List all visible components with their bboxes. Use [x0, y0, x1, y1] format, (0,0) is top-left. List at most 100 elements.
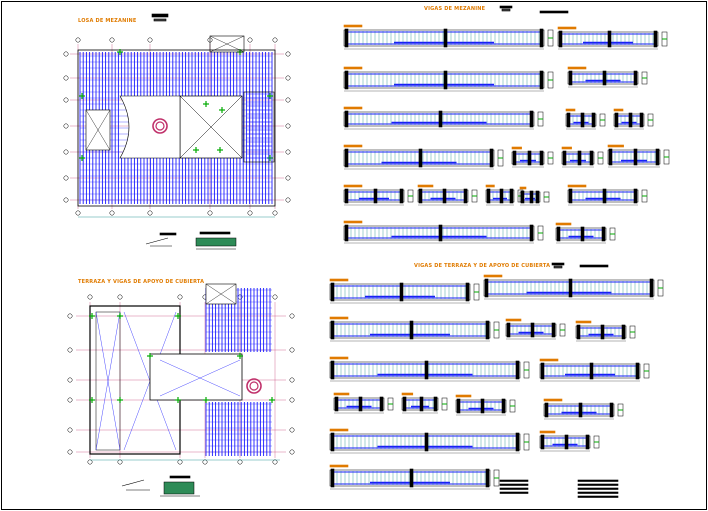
spiral [249, 381, 259, 391]
support [633, 188, 638, 204]
title-block [153, 18, 167, 22]
beam-elevation [567, 184, 648, 206]
support [515, 360, 520, 380]
note-line [499, 483, 529, 486]
grid-bubble [285, 51, 291, 57]
grid-bubble [272, 37, 278, 43]
grid-bubble [63, 197, 69, 203]
support [330, 282, 335, 302]
beam-label [519, 186, 527, 190]
support [515, 432, 520, 452]
grid-bubble [147, 37, 153, 43]
x-brace [95, 311, 121, 451]
grid-bubble [63, 123, 69, 129]
support [509, 188, 514, 204]
grid-bubble [289, 313, 295, 319]
support [334, 396, 339, 412]
beam-elevation [519, 186, 550, 206]
support [438, 110, 443, 128]
beam-elevation [543, 398, 624, 420]
support [653, 30, 658, 48]
support [633, 148, 638, 166]
support [539, 28, 544, 48]
grid-bubble [237, 459, 243, 465]
title-block [579, 264, 609, 268]
beam-elevation [607, 144, 670, 168]
support [344, 70, 349, 90]
support [635, 362, 640, 380]
beam-label [511, 146, 522, 150]
beam-elevation [555, 222, 616, 244]
grid-bubble [289, 347, 295, 353]
note-line [499, 491, 529, 494]
beam-elevation [575, 320, 636, 342]
beam-elevation [539, 430, 600, 452]
curved-bay [119, 95, 181, 159]
beam-label [505, 318, 522, 322]
beam-label [543, 398, 563, 402]
support [344, 224, 349, 242]
support [544, 402, 549, 418]
beam-elevation [343, 184, 414, 206]
note-line [499, 479, 529, 482]
beam-label [567, 184, 587, 188]
grid-bubble [87, 459, 93, 465]
support [580, 226, 585, 242]
beam-elevation [485, 184, 524, 206]
support [529, 190, 534, 204]
beam-elevation [401, 392, 448, 414]
support [520, 190, 525, 204]
plan-losa-mezanine [63, 13, 291, 250]
support [330, 320, 335, 340]
beam-label [343, 184, 363, 188]
note-line [577, 495, 619, 498]
tank [209, 35, 245, 53]
beam-label [343, 106, 363, 110]
support [628, 112, 633, 128]
beam-elevation [329, 316, 500, 342]
opening-diag [179, 95, 243, 159]
grid-bubble [177, 459, 183, 465]
grid-bubble [272, 210, 278, 216]
beam-elevation [329, 428, 530, 454]
grid-bubble [117, 294, 123, 300]
beam-label [607, 144, 624, 148]
grid-bubble [285, 149, 291, 155]
support [602, 70, 607, 86]
grid-bubble [285, 75, 291, 81]
slab-outline [77, 49, 276, 207]
support [614, 112, 619, 128]
support [580, 112, 585, 128]
support [418, 148, 423, 168]
beam-label [613, 108, 624, 112]
support [558, 30, 563, 48]
support [330, 432, 335, 452]
beam-label [539, 430, 556, 434]
grid-bubble [109, 210, 115, 216]
grid-bubble [63, 51, 69, 57]
grid-bubble [177, 294, 183, 300]
grid-bubble [247, 37, 253, 43]
support [399, 188, 404, 204]
support [600, 324, 605, 340]
beam-elevation [455, 394, 516, 416]
support [562, 150, 567, 166]
grid-bubble [75, 37, 81, 43]
beam-label [483, 274, 503, 278]
support [512, 150, 517, 166]
beam-elevation [333, 392, 394, 414]
beam-label [329, 428, 349, 432]
support [499, 188, 504, 204]
support [485, 468, 490, 488]
side-beam [243, 91, 275, 163]
grid-bubble [67, 347, 73, 353]
beam-elevation [565, 108, 606, 130]
beam-label [555, 222, 572, 226]
grid-bubble [285, 123, 291, 129]
beam-label [333, 392, 350, 396]
support [443, 28, 448, 48]
beam-elevation [343, 24, 554, 50]
stair-diag [85, 109, 111, 151]
support [330, 360, 335, 380]
